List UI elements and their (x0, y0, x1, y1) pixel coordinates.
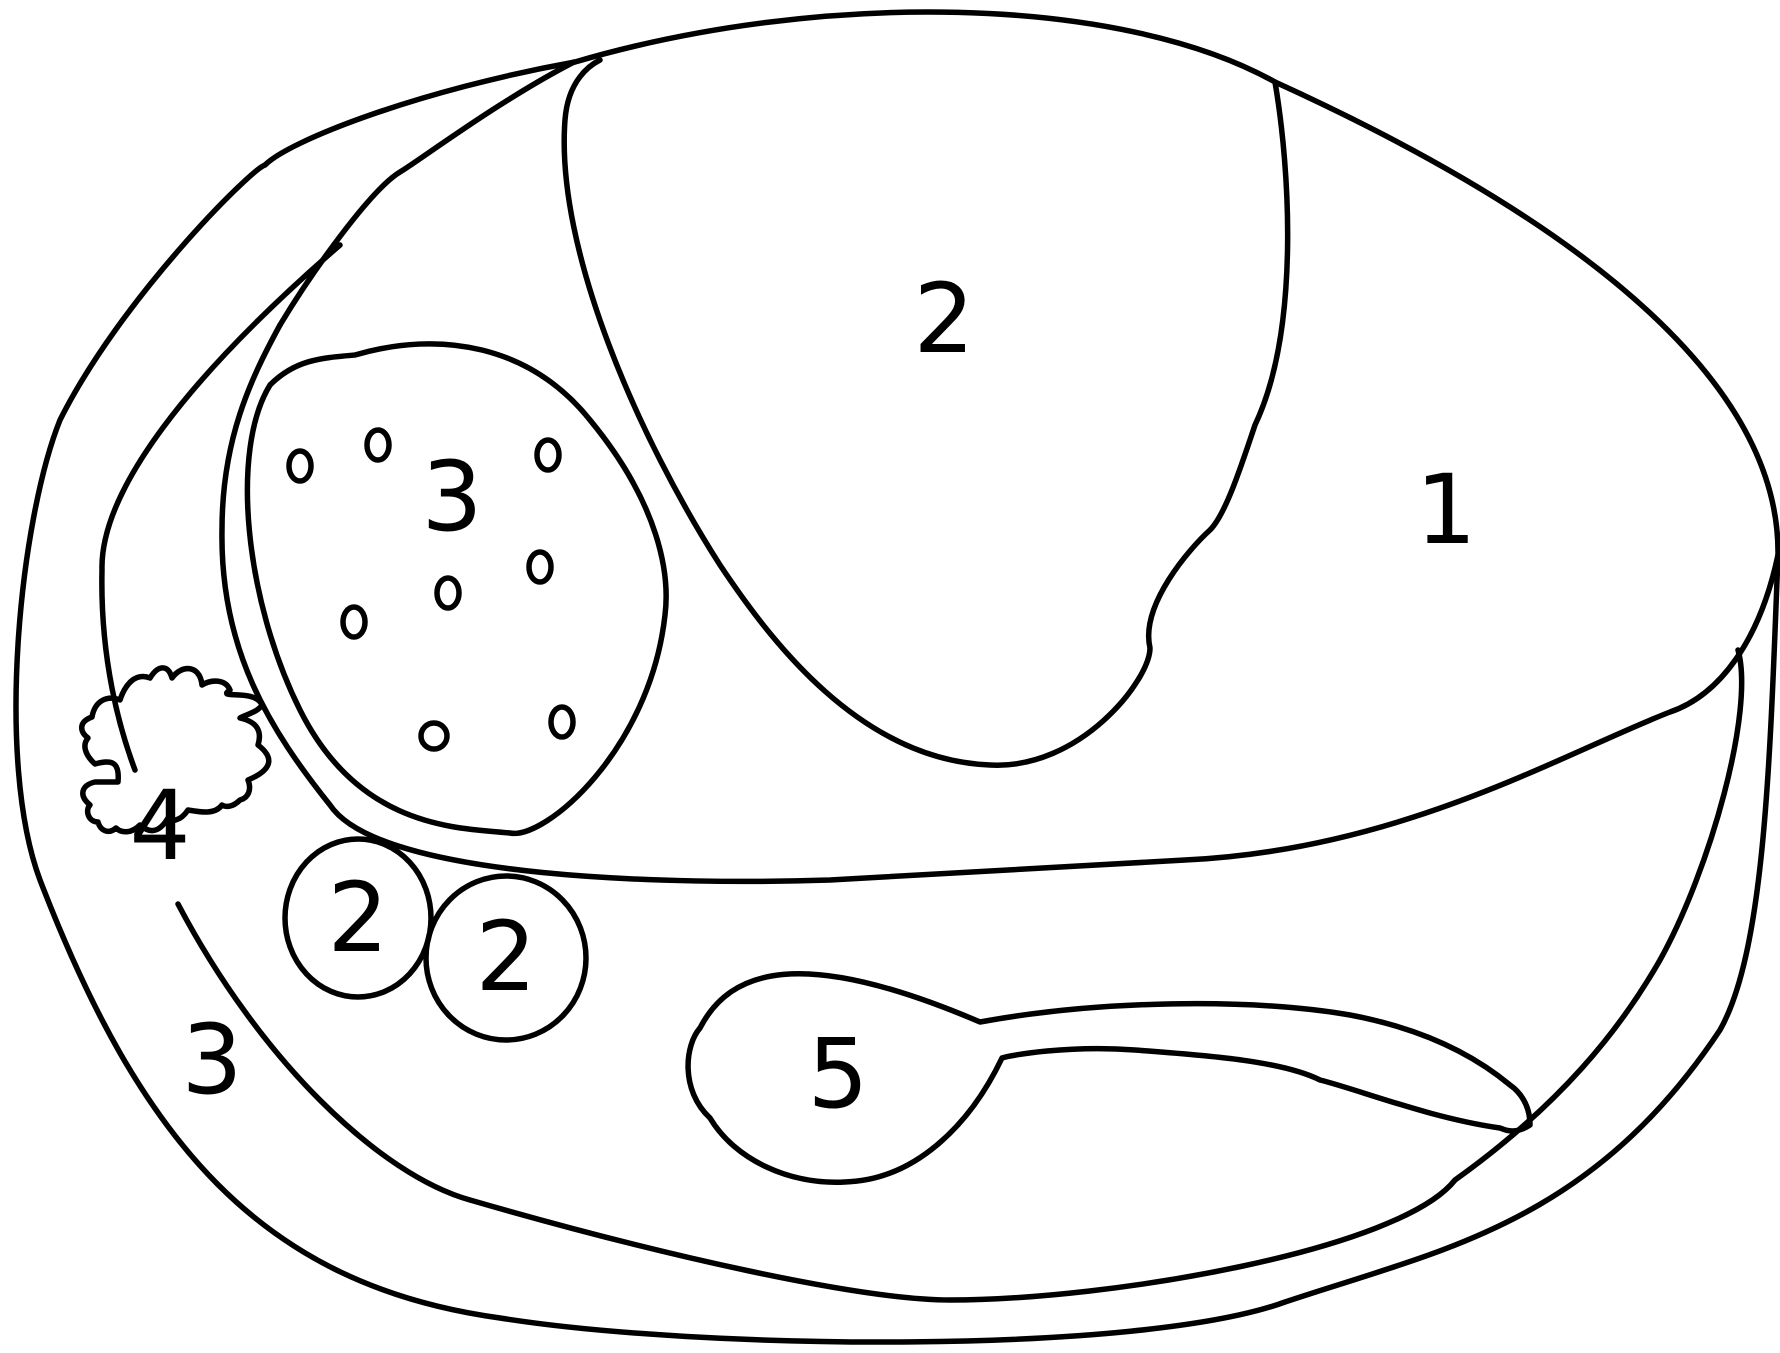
label-region-4-cloud: 4 (129, 770, 190, 882)
label-region-2-circle-b: 2 (475, 901, 536, 1013)
seed-dot (537, 440, 559, 470)
seed-dot (343, 607, 365, 637)
upper-rim-outline (280, 62, 574, 325)
label-region-2-main: 2 (913, 263, 974, 375)
label-region-5-spoon: 5 (807, 1018, 868, 1130)
seed-dot (421, 723, 447, 749)
seed-dot (367, 430, 389, 460)
seed-dot (529, 552, 551, 582)
label-region-3-band: 3 (181, 1004, 242, 1116)
seed-dot (551, 707, 573, 737)
seed-dot (289, 451, 311, 481)
outer-rim-outline (16, 12, 1778, 1342)
label-region-3-dotted: 3 (421, 441, 482, 553)
label-region-2-circle-a: 2 (327, 862, 388, 974)
seed-dot (437, 578, 459, 608)
label-region-1: 1 (1415, 454, 1476, 566)
inner-rim-lower-outline (178, 650, 1742, 1300)
main-segment-outline (564, 60, 1287, 765)
